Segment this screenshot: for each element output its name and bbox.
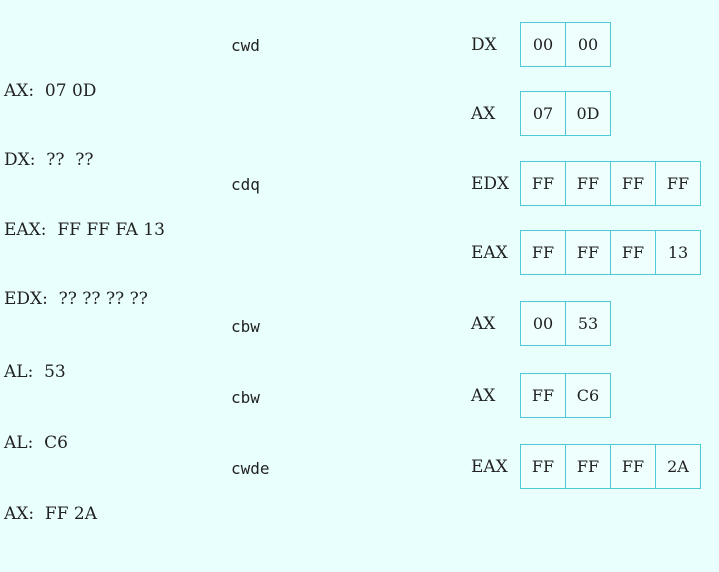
byte-cell: 2A (655, 444, 701, 489)
before-line: AX: 07 0D (4, 81, 97, 101)
register-cells: FF C6 (520, 373, 611, 418)
byte-cell: FF (520, 161, 566, 206)
byte-cell: FF (610, 444, 656, 489)
register-cells: FF FF FF 2A (520, 444, 701, 489)
before-line: EDX: ?? ?? ?? ?? (4, 289, 148, 309)
byte-cell: FF (610, 230, 656, 275)
byte-cell: FF (655, 161, 701, 206)
before-line: EAX: FF FF FA 13 (4, 220, 165, 240)
byte-cell: FF (565, 444, 611, 489)
byte-cell: 00 (565, 22, 611, 67)
byte-cell: 00 (520, 22, 566, 67)
byte-cell: 00 (520, 301, 566, 346)
register-label: EAX (471, 243, 508, 263)
register-label: DX (471, 35, 497, 55)
register-cells: FF FF FF 13 (520, 230, 701, 275)
before-state: EAX: FF FF FA 13 EDX: ?? ?? ?? ?? (4, 173, 165, 357)
register-label: EDX (471, 174, 510, 194)
byte-cell: FF (520, 373, 566, 418)
register-cells: 07 0D (520, 91, 611, 136)
before-state: AX: 07 0D DX: ?? ?? (4, 34, 96, 218)
byte-cell: FF (565, 161, 611, 206)
register-cells: 00 53 (520, 301, 611, 346)
byte-cell: FF (565, 230, 611, 275)
instruction: cdq (231, 175, 260, 194)
before-state: AL: 53 (4, 315, 66, 430)
before-state: AX: FF 2A (4, 457, 97, 572)
instruction: cbw (231, 317, 260, 336)
instruction: cwd (231, 36, 260, 55)
register-cells: 00 00 (520, 22, 611, 67)
register-label: EAX (471, 457, 508, 477)
byte-cell: 07 (520, 91, 566, 136)
before-state: AL: C6 (4, 386, 68, 501)
byte-cell: 53 (565, 301, 611, 346)
register-label: AX (471, 314, 496, 334)
register-label: AX (471, 104, 496, 124)
page: { "examples": [ { "before": ["AX: 07 0D"… (4, 22, 701, 524)
instruction: cbw (231, 388, 260, 407)
before-line: AX: FF 2A (4, 504, 98, 524)
instruction: cwde (231, 459, 270, 478)
byte-cell: FF (610, 161, 656, 206)
register-cells: FF FF FF FF (520, 161, 701, 206)
byte-cell: C6 (565, 373, 611, 418)
before-line: AL: 53 (4, 362, 66, 382)
byte-cell: 0D (565, 91, 611, 136)
byte-cell: FF (520, 444, 566, 489)
byte-cell: FF (520, 230, 566, 275)
before-line: DX: ?? ?? (4, 150, 94, 170)
before-line: AL: C6 (4, 433, 68, 453)
register-label: AX (471, 386, 496, 406)
byte-cell: 13 (655, 230, 701, 275)
